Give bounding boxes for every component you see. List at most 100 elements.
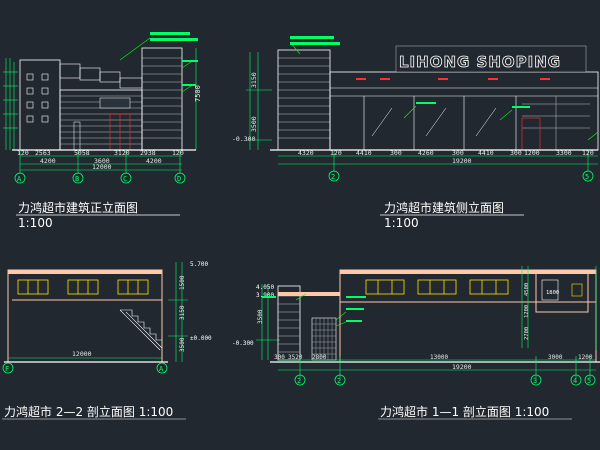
sec11-level: 1200 <box>524 305 530 318</box>
sec11-room-window <box>571 283 583 297</box>
side-store-sign: LIHONG SHOPING <box>399 53 561 71</box>
side-dim-text: 120 <box>582 149 594 157</box>
sec11-dim-total: 19200 <box>452 363 472 371</box>
side-door <box>521 117 541 151</box>
sec11-axis-label: 4 <box>573 377 577 385</box>
sec22-windows <box>17 279 149 295</box>
section-1-1: 4.050 3.900 -0.300 3500 <box>232 266 600 420</box>
side-axis-label: 5 <box>585 173 589 181</box>
sec11-level: 4.050 <box>256 284 274 291</box>
front-left-dimension-ladder <box>3 58 18 150</box>
front-height-dim: 7500 <box>194 85 202 102</box>
sec11-level: -0.300 <box>232 340 254 347</box>
sec22-axis-label: A <box>159 365 164 373</box>
front-dim-text: 120 <box>172 149 184 157</box>
side-glass-reflections <box>371 107 497 137</box>
sec22-level: 1500 <box>179 275 186 290</box>
front-title: 力鸿超市建筑正立面图 <box>18 200 138 215</box>
sec22-level: 3500 <box>179 337 186 352</box>
side-dim-total: 19200 <box>452 157 472 165</box>
front-axis-label: C <box>123 175 127 183</box>
side-dim-text: 300 <box>452 149 464 157</box>
side-axis-label: 2 <box>331 173 335 181</box>
sec11-axis-bubbles: 2 2 3 4 5 <box>294 374 596 386</box>
side-leader-notes <box>290 36 530 108</box>
front-leader-notes <box>150 32 198 86</box>
side-level: -0.300 <box>232 135 256 143</box>
section-2-2: 5.700 ±0.000 1500 3150 3500 12000 F A 力鸿… <box>2 261 212 420</box>
front-dim-text: 4200 <box>40 157 56 165</box>
front-axis-label: A <box>17 175 22 183</box>
side-leader-lines <box>289 41 599 141</box>
front-dim-text: 120 <box>17 149 29 157</box>
front-dim-text: 3120 <box>114 149 130 157</box>
sec22-axis-bubbles: F A <box>2 362 168 374</box>
sec11-level: 3500 <box>257 309 264 324</box>
front-left-block <box>19 59 61 151</box>
front-store-sign <box>99 97 131 109</box>
front-axis-label: D <box>177 175 181 183</box>
front-right-tower <box>141 47 183 151</box>
sec11-axis-label: 5 <box>587 377 591 385</box>
front-leader-lines <box>119 37 195 93</box>
side-elevation: 3150 3500 -0.300 LIHONG SHOPING <box>232 36 599 230</box>
side-right-grid <box>522 96 590 150</box>
front-dim-text: 3600 <box>94 157 110 165</box>
side-storefront-panels <box>363 96 517 150</box>
front-axis-label: B <box>75 175 79 183</box>
side-tower-lines <box>278 57 330 139</box>
sec22-level: 5.700 <box>190 261 208 268</box>
sec11-side-room <box>535 269 589 313</box>
sec11-porch-wall <box>277 285 301 361</box>
sec22-axis-label: F <box>5 365 9 373</box>
side-dim-text: 300 <box>390 149 402 157</box>
front-tower-lines <box>142 57 182 139</box>
sec11-room-door <box>541 279 559 301</box>
side-dimension-lines <box>278 150 598 172</box>
front-dim-text: 5058 <box>74 149 90 157</box>
side-dim-text: 300 <box>510 149 522 157</box>
sec11-level: 2700 <box>524 327 530 340</box>
front-dimension-lines <box>19 150 182 174</box>
sec11-windows <box>365 279 509 295</box>
sec11-axis-label: 2 <box>297 377 301 385</box>
side-axis-bubbles: 2 5 <box>328 170 594 182</box>
sec11-dim-row1: 300 3520 2800 13000 3000 1200 <box>274 354 593 361</box>
side-level: 3500 <box>250 116 258 132</box>
front-elevation: 7500 120 2563 5058 3120 2938 120 4200 36… <box>3 32 202 230</box>
sec11-canopy <box>278 292 340 296</box>
sec11-level: 4500 <box>524 283 530 296</box>
side-dim-row1: 4320 120 4410 300 4260 300 4410 300 1200… <box>298 149 594 157</box>
sec22-dim-total: 12000 <box>72 350 92 358</box>
sec11-axis-label: 3 <box>533 377 537 385</box>
front-dim-total: 12000 <box>92 163 112 171</box>
front-left-windows <box>26 73 49 123</box>
side-level-ladder <box>246 52 272 150</box>
sec11-dim-text: 300 <box>274 354 285 361</box>
side-level: 3150 <box>250 72 258 88</box>
sec11-level: 3.900 <box>256 292 274 299</box>
front-axis-bubbles: A B C D <box>14 172 186 184</box>
sec22-level: ±0.000 <box>190 335 212 342</box>
sec11-title: 力鸿超市 1—1 剖立面图 1:100 <box>380 404 549 419</box>
side-dim-text: 1200 <box>524 149 540 157</box>
sec11-mid-dims <box>521 266 529 348</box>
side-dim-text: 4410 <box>356 149 372 157</box>
front-dim-text: 4200 <box>146 157 162 165</box>
sec11-dim-text: 2800 <box>312 354 327 361</box>
side-dim-text: 3300 <box>556 149 572 157</box>
side-scale: 1:100 <box>384 216 419 230</box>
side-title: 力鸿超市建筑侧立面图 <box>384 200 504 215</box>
side-window-tags <box>356 78 550 80</box>
side-dim-text: 4410 <box>478 149 494 157</box>
sec11-leader-notes <box>262 296 366 322</box>
sec22-shell <box>7 269 163 363</box>
sec11-leader-lines <box>295 293 347 327</box>
sec11-dim-text: 1200 <box>578 354 593 361</box>
sec11-porch-lines <box>278 295 300 353</box>
sec11-dim-text: 3000 <box>548 354 563 361</box>
sec11-glass-door <box>311 317 337 361</box>
sec11-dim-text: 3520 <box>288 354 303 361</box>
front-parapet-steps <box>59 63 143 89</box>
